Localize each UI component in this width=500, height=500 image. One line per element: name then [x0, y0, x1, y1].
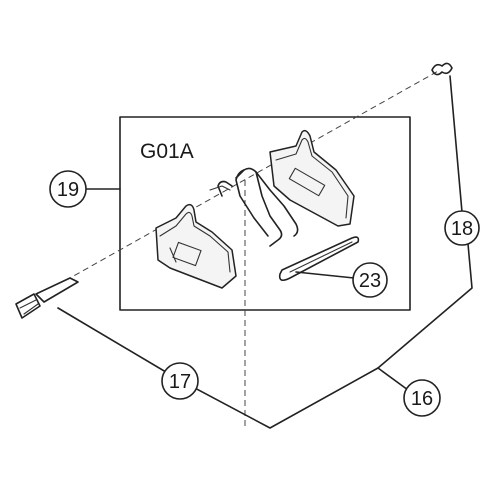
leader-18: [449, 75, 463, 213]
pad-axle-bolt: [15, 277, 79, 319]
callout-17: 17: [161, 362, 199, 400]
callout-16: 16: [403, 379, 441, 417]
snap-ring: [431, 62, 453, 76]
right-brake-pad: [269, 129, 355, 227]
leader-16-17: [57, 243, 473, 429]
svg-text:17: 17: [169, 371, 191, 393]
split-pin: [278, 236, 360, 282]
svg-text:16: 16: [411, 388, 433, 410]
left-brake-pad: [155, 203, 237, 289]
callout-19: 19: [49, 170, 87, 208]
svg-text:19: 19: [57, 179, 79, 201]
pad-set-label: G01A: [140, 140, 194, 163]
pad-set-box: [119, 116, 411, 311]
svg-text:18: 18: [451, 218, 473, 240]
leader-23: [295, 271, 355, 279]
callout-23: 23: [352, 262, 388, 298]
callout-18: 18: [444, 210, 480, 246]
pad-spring: [209, 167, 299, 247]
leader-16: [377, 367, 409, 391]
svg-text:23: 23: [359, 270, 381, 292]
